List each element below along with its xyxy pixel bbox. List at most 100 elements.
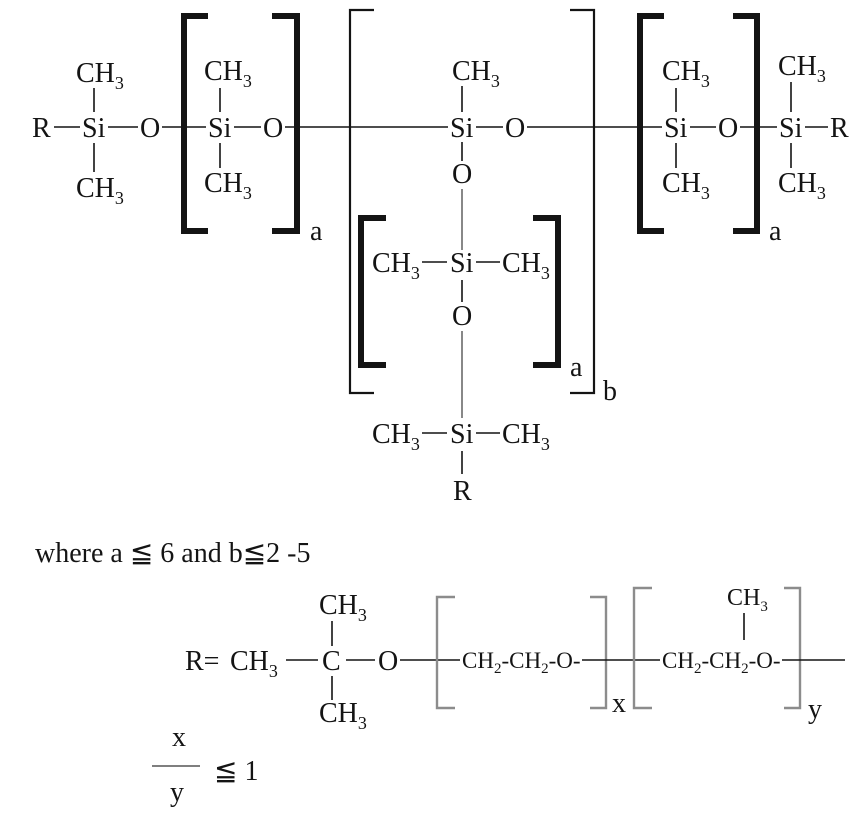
methyl-group: CH3 (319, 590, 367, 625)
polymer-structure: R Si O CH3 CH3 a Si O CH3 CH3 (32, 8, 849, 507)
methyl-text: CH (372, 419, 411, 450)
methyl-text: CH (662, 168, 701, 199)
right-bracket (733, 13, 760, 234)
methyl-group: CH3 (372, 419, 420, 454)
methyl-group: CH3 (452, 56, 500, 91)
ratio-relation: ≦ 1 (214, 756, 258, 787)
methyl-group: CH3 (230, 646, 278, 681)
end-group-left: R (32, 113, 51, 144)
oxygen-atom: O (452, 301, 472, 332)
silicon-atom: Si (779, 113, 803, 144)
end-group-branch: R (453, 476, 472, 507)
methyl-text: CH (204, 56, 243, 87)
left-bracket (637, 13, 664, 234)
oxygen-atom: O (505, 113, 525, 144)
propylene-oxide-unit: CH2-CH2-O- (662, 648, 781, 677)
oxygen-atom: O (452, 159, 472, 190)
ether-part: CH (662, 648, 694, 673)
methyl-subscript: 3 (701, 71, 710, 91)
repeat-unit-a-left: a Si O CH3 CH3 (181, 13, 323, 247)
methyl-text: CH (76, 173, 115, 204)
left-bracket (358, 215, 386, 368)
methyl-text: CH (778, 168, 817, 199)
left-bracket (632, 586, 652, 710)
methyl-subscript: 3 (358, 605, 367, 625)
right-bracket (533, 215, 561, 368)
methyl-group: CH3 (76, 58, 124, 93)
methyl-text: CH (502, 419, 541, 450)
methyl-text: CH (230, 646, 269, 677)
methyl-subscript: 3 (358, 713, 367, 733)
silicon-atom: Si (450, 419, 474, 450)
methyl-subscript: 3 (817, 66, 826, 86)
repeat-unit-b: b Si O CH3 O a CH3 Si CH3 O (348, 8, 662, 418)
methyl-group: CH3 (778, 168, 826, 203)
methyl-group: CH3 (502, 419, 550, 454)
right-bracket (784, 586, 802, 710)
ether-subscript: 2 (494, 661, 502, 677)
methyl-group: CH3 (204, 56, 252, 91)
ethylene-oxide-unit: CH2-CH2-O- (462, 648, 581, 677)
methyl-subscript: 3 (115, 188, 124, 208)
methyl-group: CH3 (662, 168, 710, 203)
methyl-subscript: 3 (243, 71, 252, 91)
repeat-unit-a-branch: a CH3 Si CH3 O (358, 215, 583, 383)
oxygen-atom: O (378, 646, 398, 677)
r-group-prefix: R= (185, 646, 219, 677)
repeat-index-a: a (570, 352, 583, 383)
methyl-group: CH3 (204, 168, 252, 203)
branch-terminal-unit: CH3 Si CH3 R (372, 419, 550, 507)
methyl-text: CH (727, 585, 760, 611)
ratio-numerator: x (172, 722, 186, 753)
repeat-index-a: a (310, 216, 323, 247)
methyl-subscript: 3 (411, 263, 420, 283)
methyl-group: CH3 (502, 248, 550, 283)
methyl-subscript: 3 (269, 661, 278, 681)
methyl-subscript: 3 (541, 263, 550, 283)
oxygen-atom: O (263, 113, 283, 144)
methyl-group: CH3 (76, 173, 124, 208)
right-bracket (272, 13, 300, 234)
methyl-subscript: 3 (491, 71, 500, 91)
methyl-subscript: 3 (243, 183, 252, 203)
silicon-atom: Si (450, 113, 474, 144)
methyl-text: CH (778, 51, 817, 82)
ratio-condition: x y ≦ 1 (152, 722, 258, 808)
methyl-subscript: 3 (541, 434, 550, 454)
ether-subscript: 2 (541, 661, 549, 677)
oxygen-atom: O (140, 113, 160, 144)
methyl-text: CH (372, 248, 411, 279)
methyl-group: CH3 (319, 698, 367, 733)
right-bracket (570, 8, 596, 395)
methyl-text: CH (452, 56, 491, 87)
ratio-denominator: y (170, 777, 184, 808)
ether-part: -CH (501, 648, 541, 673)
left-bracket (348, 8, 374, 395)
methyl-subscript: 3 (411, 434, 420, 454)
methyl-group: CH3 (727, 585, 768, 615)
ether-part: -O- (749, 648, 781, 673)
repeat-index-x: x (612, 688, 626, 719)
r-group-definition: R= CH3 C O CH3 CH3 CH2-CH2-O- x CH3 CH2-… (185, 585, 845, 733)
carbon-atom: C (322, 646, 341, 677)
ether-part: -O- (549, 648, 581, 673)
methyl-text: CH (204, 168, 243, 199)
methyl-text: CH (502, 248, 541, 279)
silicon-atom: Si (208, 113, 232, 144)
silicon-atom: Si (450, 248, 474, 279)
ether-subscript: 2 (741, 661, 749, 677)
left-bracket (435, 595, 455, 710)
methyl-group: CH3 (778, 51, 826, 86)
end-group-right: R (830, 113, 849, 144)
condition-text: where a ≦ 6 and b≦2 -5 (35, 538, 311, 569)
ether-subscript: 2 (694, 661, 702, 677)
repeat-unit-x: CH2-CH2-O- x (435, 595, 626, 719)
repeat-unit-y: CH3 CH2-CH2-O- y (632, 585, 822, 725)
left-terminal-unit: R Si O CH3 CH3 (32, 58, 206, 208)
methyl-subscript: 3 (760, 599, 768, 615)
silicon-atom: Si (82, 113, 106, 144)
methyl-subscript: 3 (701, 183, 710, 203)
methyl-text: CH (76, 58, 115, 89)
right-bracket (590, 595, 608, 710)
